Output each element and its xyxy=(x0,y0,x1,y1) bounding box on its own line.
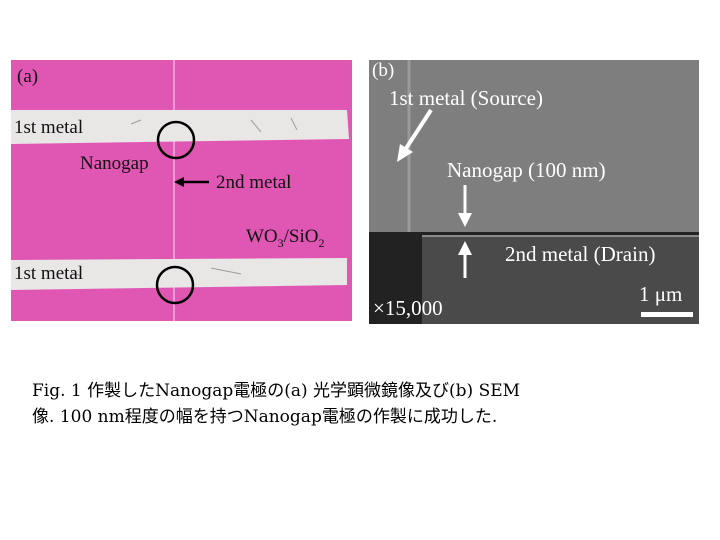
panel-b-tag: (b) xyxy=(372,60,395,81)
strip-scratches xyxy=(70,117,298,277)
scale-bar-label: 1 μm xyxy=(639,282,683,306)
figure-caption: Fig. 1 作製したNanogap電極の(a) 光学顕微鏡像及び(b) SEM… xyxy=(32,378,702,430)
source-region xyxy=(369,60,699,232)
nanogap-arrowhead-down xyxy=(458,213,472,227)
source-arrowhead xyxy=(397,144,413,162)
source-label: 1st metal (Source) xyxy=(389,86,543,110)
metal-strip-top xyxy=(11,110,349,144)
drain-label: 2nd metal (Drain) xyxy=(505,242,656,266)
optical-micrograph-image xyxy=(11,60,349,321)
second-metal-arrowhead xyxy=(174,177,184,187)
gap-circle-bottom xyxy=(155,265,195,305)
caption-line-2: 像. 100 nm程度の幅を持つNanogap電極の作製に成功した. xyxy=(32,407,498,427)
nanogap-size-label: Nanogap (100 nm) xyxy=(447,158,606,182)
first-metal-label-top: 1st metal xyxy=(14,117,84,138)
first-metal-label-bottom: 1st metal xyxy=(14,263,84,284)
source-arrow xyxy=(403,108,433,152)
metal-strip-bottom xyxy=(11,258,347,290)
scale-bar xyxy=(641,312,693,317)
caption-line-1: Fig. 1 作製したNanogap電極の(a) 光学顕微鏡像及び(b) SEM xyxy=(32,381,521,401)
second-metal-label: 2nd metal xyxy=(216,172,292,193)
magnification-label: ×15,000 xyxy=(373,296,443,320)
gap-circle-top xyxy=(156,120,196,160)
sem-image-panel: (b) 1st metal (Source) Nanogap (100 nm) … xyxy=(369,60,699,324)
sem-image xyxy=(369,60,699,324)
substrate-label: WO3/SiO2 xyxy=(246,226,325,250)
optical-micrograph-panel: (a) 1st metal Nanogap 2nd metal WO3/SiO2… xyxy=(11,60,352,321)
nanogap-label: Nanogap xyxy=(80,153,149,174)
nanogap-arrowhead-up xyxy=(458,241,472,255)
panel-a-tag: (a) xyxy=(17,66,39,87)
